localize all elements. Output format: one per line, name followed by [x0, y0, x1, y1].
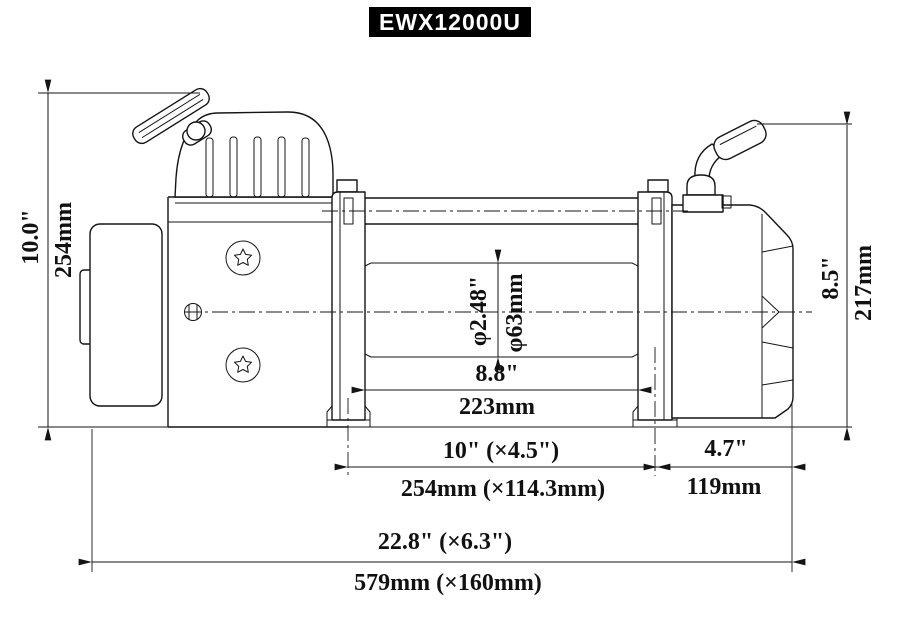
dim-drum-diameter: φ2.48" φ63mm — [466, 249, 528, 371]
dim-gearbox-height-inch-label: 8.5" — [818, 256, 844, 299]
dim-gearbox-length: 4.7" 119mm — [643, 436, 806, 500]
cooling-fins — [205, 136, 310, 198]
dim-overall-height-mm-label: 254mm — [51, 202, 77, 278]
clutch-handle — [682, 119, 767, 213]
dim-mounting-length: 10" (×4.5") 254mm (×114.3mm) — [334, 438, 671, 502]
rope-drum — [364, 262, 639, 358]
clutch-lever — [132, 87, 213, 146]
dim-drum-diameter-mm-label: φ63mm — [502, 274, 528, 353]
dim-gearbox-length-mm-label: 119mm — [687, 474, 762, 500]
motor-end-cap — [79, 223, 163, 407]
dim-gearbox-length-inch-label: 4.7" — [704, 436, 747, 462]
left-drum-support — [326, 179, 371, 427]
control-box — [174, 111, 334, 204]
extension-lines — [38, 92, 852, 572]
dim-drum-length-inch-label: 8.8" — [475, 361, 518, 387]
torx-screw-top — [225, 240, 261, 276]
centerlines — [185, 210, 812, 476]
gearbox-housing — [671, 204, 794, 419]
dim-drum-diameter-inch-label: φ2.48" — [466, 276, 492, 346]
dim-overall-height-inch-label: 10.0" — [18, 209, 44, 264]
dim-mounting-mm-label: 254mm (×114.3mm) — [401, 476, 605, 502]
tie-rod — [365, 197, 638, 225]
dim-gearbox-height-mm-label: 217mm — [851, 245, 877, 321]
dim-overall-length: 22.8" (×6.3") 579mm (×160mm) — [78, 529, 806, 596]
model-title: EWX12000U — [369, 7, 531, 37]
dim-drum-length: 8.8" 223mm — [351, 361, 652, 420]
gearbox-facets — [761, 245, 794, 386]
dim-gearbox-height: 8.5" 217mm — [818, 111, 877, 441]
dim-mounting-inch-label: 10" (×4.5") — [443, 438, 559, 464]
torx-screw-bottom — [225, 347, 261, 383]
dim-overall-length-inch-label: 22.8" (×6.3") — [378, 529, 512, 555]
dim-overall-length-mm-label: 579mm (×160mm) — [354, 570, 542, 596]
dim-overall-height: 10.0" 254mm — [18, 79, 77, 441]
right-drum-support — [632, 179, 678, 427]
dim-drum-length-mm-label: 223mm — [459, 394, 535, 420]
